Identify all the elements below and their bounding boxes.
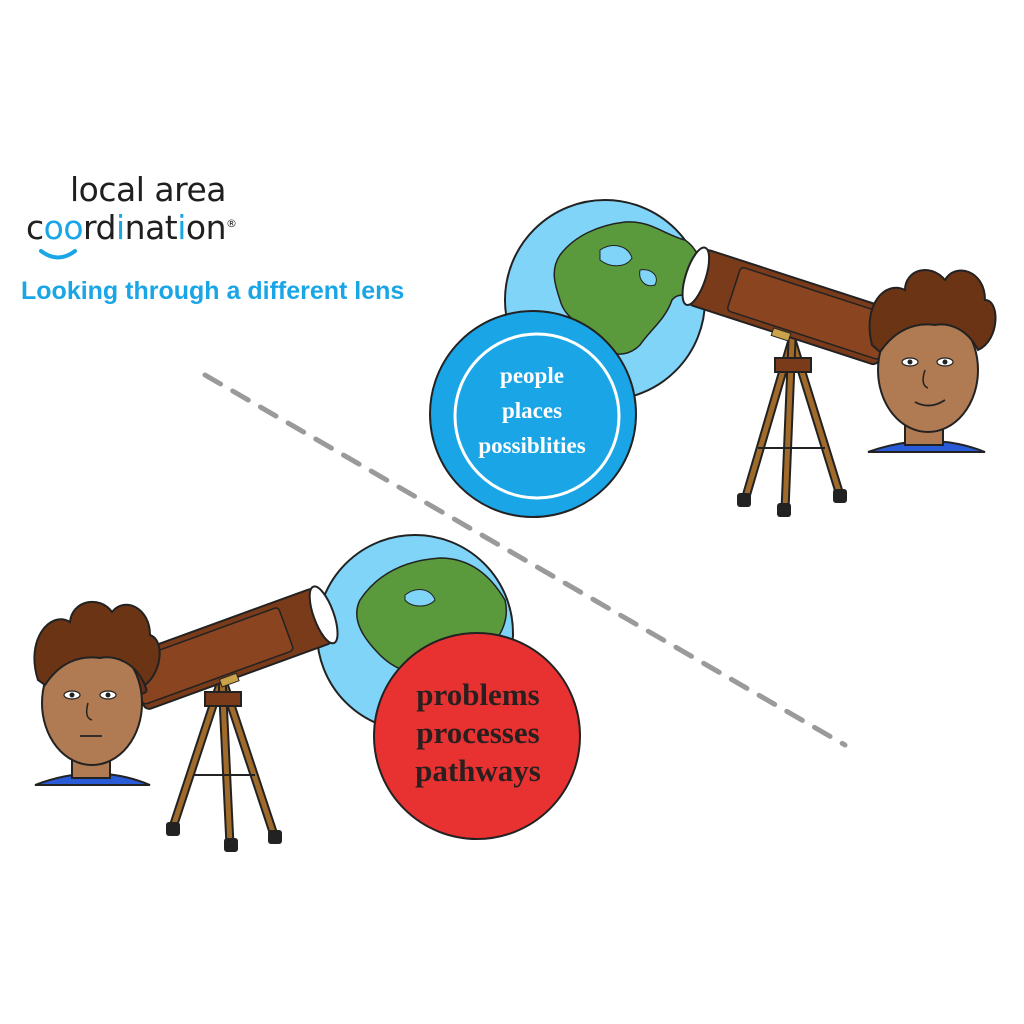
logo-line2: coordination® [26, 208, 237, 247]
negative-circle [373, 632, 581, 840]
negative-view-text: problems processes pathways [383, 676, 573, 790]
negative-line: problems [416, 677, 540, 712]
divider-line [202, 372, 848, 748]
tagline: Looking through a different lens [21, 277, 405, 305]
person-icon [867, 269, 997, 453]
positive-line: places [501, 398, 563, 423]
positive-line: people [500, 363, 564, 388]
negative-line: pathways [415, 753, 541, 788]
person-icon [33, 600, 161, 786]
positive-circle [429, 310, 637, 518]
registered-mark: ® [226, 217, 237, 230]
negative-line: processes [416, 715, 540, 750]
telescope-icon [681, 246, 909, 517]
positive-view-text: people places possiblities [452, 358, 612, 463]
positive-line: possiblities [478, 433, 586, 458]
logo-line1: local area [70, 170, 226, 209]
smile-logo-icon [39, 249, 77, 260]
